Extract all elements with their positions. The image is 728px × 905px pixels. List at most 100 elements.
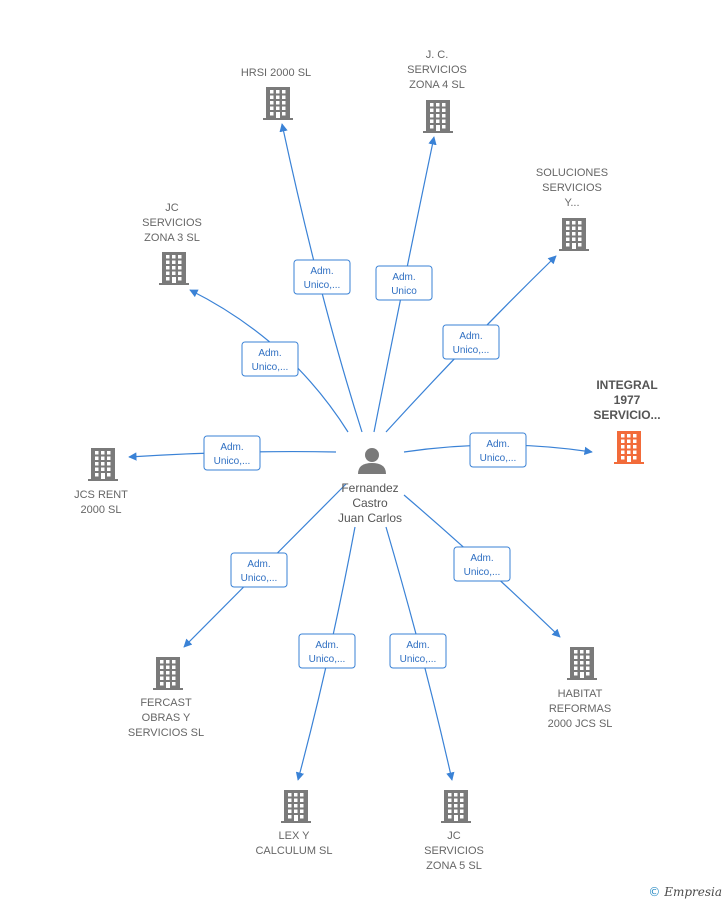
- company-name-line: OBRAS Y: [142, 712, 191, 724]
- edge-role-label[interactable]: Adm.Unico,...: [298, 633, 356, 669]
- edge-role-text: Unico,...: [453, 345, 490, 356]
- company-node-jc-zona4[interactable]: J. C. SERVICIOS ZONA 4 SL: [407, 49, 467, 133]
- edge-role-box: [375, 265, 433, 301]
- edge-role-label[interactable]: Adm. Unico,...: [442, 324, 500, 360]
- company-name-line: 2000 SL: [81, 504, 122, 516]
- edge-role-text: Unico,...: [480, 453, 517, 464]
- company-name-line: 2000 JCS SL: [548, 718, 613, 730]
- company-name-line: JC: [165, 202, 179, 214]
- edge-role-text: Unico,...: [304, 280, 341, 291]
- building-icon: [263, 87, 293, 120]
- edge-role-box: [453, 546, 511, 582]
- company-name-line: 1977: [614, 393, 641, 407]
- building-icon: [88, 448, 118, 481]
- edge-role-text: Adm.: [392, 272, 415, 283]
- edge-role-label[interactable]: Adm. Unico,...: [293, 259, 351, 295]
- edge-role-text: Unico,...: [214, 456, 251, 467]
- edge-role-text: Unico,...: [464, 567, 501, 578]
- edge-role-label[interactable]: Adm. Unico,...: [241, 341, 299, 377]
- edge-role-label[interactable]: Adm. Unico,...: [389, 633, 447, 669]
- edge-role-text: Unico,...: [252, 362, 289, 373]
- edge-role-text: Unico: [391, 286, 417, 297]
- company-node-jc-zona5[interactable]: JC SERVICIOS ZONA 5 SL: [424, 790, 484, 872]
- copyright-symbol: ©: [648, 885, 661, 899]
- company-name-line: SOLUCIONES: [536, 167, 608, 179]
- edge-role-box: [241, 341, 299, 377]
- edge-hrsi[interactable]: Adm. Unico,...: [279, 123, 363, 433]
- edge-role-box: [293, 259, 351, 295]
- edge-role-text: Adm.: [310, 266, 333, 277]
- edge-role-text: Adm.: [459, 331, 482, 342]
- building-icon: [281, 790, 311, 823]
- company-name-line: ZONA 5 SL: [426, 860, 482, 872]
- edge-integral[interactable]: Adm. Unico,...: [403, 432, 593, 468]
- company-name-line: ZONA 4 SL: [409, 79, 465, 91]
- edge-role-box: [389, 633, 447, 669]
- brand-name: Empresia: [664, 885, 722, 899]
- edge-role-box: [230, 552, 288, 588]
- company-node-soluciones[interactable]: SOLUCIONESSERVICIOSY...: [536, 167, 608, 251]
- building-icon: [159, 252, 189, 285]
- person-name-line-1: Fernandez: [341, 481, 398, 495]
- brand-watermark: © Empresia: [648, 885, 722, 899]
- edge-role-box: [298, 633, 356, 669]
- person-name-line-3: Juan Carlos: [338, 511, 402, 525]
- company-node-lex[interactable]: LEX Y CALCULUM SL: [255, 790, 333, 857]
- company-name-line: SERVICIOS: [542, 182, 602, 194]
- edge-role-text: Adm.: [406, 640, 429, 651]
- company-node-jc-zona3[interactable]: JC SERVICIOS ZONA 3 SL: [142, 202, 202, 285]
- edge-habitat[interactable]: Adm. Unico,...: [403, 494, 561, 638]
- edge-role-label[interactable]: Adm.Unico,...: [230, 552, 288, 588]
- building-icon: [441, 790, 471, 823]
- edge-soluciones[interactable]: Adm. Unico,...: [385, 255, 557, 433]
- company-node-integral[interactable]: INTEGRAL1977SERVICIO...: [593, 378, 661, 464]
- edge-jc-zona5[interactable]: Adm. Unico,...: [385, 526, 455, 781]
- company-name-line: SERVICIOS: [142, 217, 202, 229]
- company-name-line: CALCULUM SL: [255, 845, 332, 857]
- edge-role-label[interactable]: Adm. Unico,...: [203, 435, 261, 471]
- person-node[interactable]: Fernandez Castro Juan Carlos: [338, 448, 402, 525]
- company-node-habitat[interactable]: HABITAT REFORMAS 2000 JCS SL: [548, 647, 613, 730]
- edge-role-text: Adm.: [220, 442, 243, 453]
- edge-jcs-rent[interactable]: Adm. Unico,...: [128, 435, 337, 471]
- company-name-line: INTEGRAL: [596, 378, 657, 392]
- edge-jc-zona3[interactable]: Adm. Unico,...: [189, 289, 349, 433]
- company-name-line: JC: [447, 830, 461, 842]
- edge-lex[interactable]: Adm.Unico,...: [295, 526, 356, 781]
- company-name-line: SERVICIO...: [593, 408, 660, 422]
- person-name-line-2: Castro: [352, 496, 388, 510]
- edge-role-box: [442, 324, 500, 360]
- company-name-line: JCS RENT: [74, 489, 128, 501]
- company-name-line: ZONA 3 SL: [144, 232, 200, 244]
- company-node-jcs-rent[interactable]: JCS RENT 2000 SL: [74, 448, 128, 516]
- edge-role-text: Adm.: [486, 439, 509, 450]
- edge-role-text: Adm.: [258, 348, 281, 359]
- company-name-line: HRSI 2000 SL: [241, 67, 311, 79]
- edge-role-label[interactable]: Adm. Unico,...: [453, 546, 511, 582]
- edge-role-text: Adm.: [247, 559, 270, 570]
- company-name-line: LEX Y: [279, 830, 311, 842]
- company-name-line: SERVICIOS: [407, 64, 467, 76]
- company-name-line: FERCAST: [140, 697, 192, 709]
- edge-role-text: Adm.: [315, 640, 338, 651]
- company-node-hrsi[interactable]: HRSI 2000 SL: [241, 67, 311, 120]
- edge-role-label[interactable]: Adm. Unico,...: [469, 432, 527, 468]
- company-name-line: REFORMAS: [549, 703, 611, 715]
- company-name-line: J. C.: [426, 49, 449, 61]
- edge-role-box: [203, 435, 261, 471]
- edge-role-label[interactable]: Adm. Unico: [375, 265, 433, 301]
- company-name-line: SERVICIOS SL: [128, 727, 204, 739]
- building-icon: [614, 431, 644, 464]
- edge-role-text: Unico,...: [400, 654, 437, 665]
- edge-fercast[interactable]: Adm.Unico,...: [183, 483, 347, 648]
- company-node-fercast[interactable]: FERCAST OBRAS Y SERVICIOS SL: [128, 657, 204, 739]
- edge-role-text: Adm.: [470, 553, 493, 564]
- building-icon: [153, 657, 183, 690]
- company-name-line: HABITAT: [558, 688, 603, 700]
- edge-jc-zona4[interactable]: Adm. Unico: [373, 136, 437, 433]
- building-icon: [559, 218, 589, 251]
- company-name-line: SERVICIOS: [424, 845, 484, 857]
- edge-role-box: [469, 432, 527, 468]
- person-icon: [358, 448, 386, 474]
